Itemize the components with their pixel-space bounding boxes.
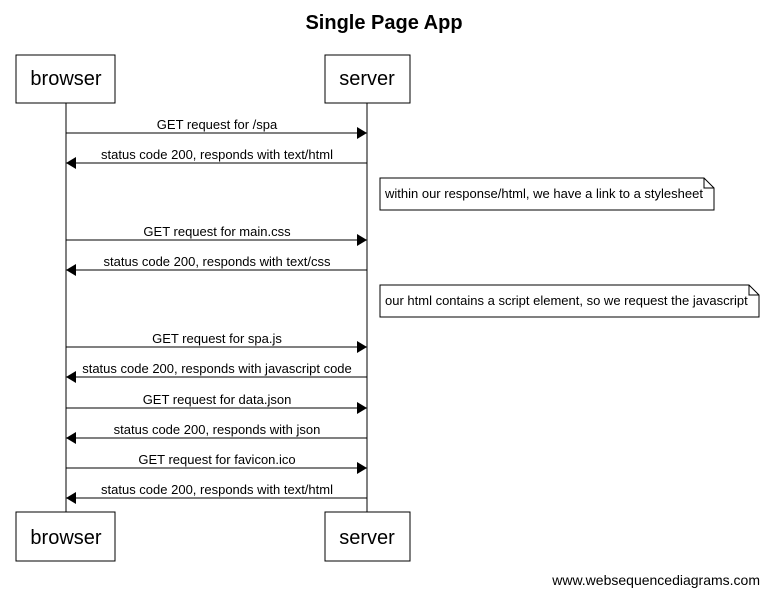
message-5: GET request for spa.js	[66, 331, 367, 353]
message-label: status code 200, responds with json	[114, 422, 321, 437]
actor-browser-top-label: browser	[30, 68, 101, 90]
message-label: GET request for data.json	[143, 392, 292, 407]
message-6: status code 200, responds with javascrip…	[66, 361, 367, 383]
note-text: our html contains a script element, so w…	[385, 293, 748, 308]
actor-browser-bottom-label: browser	[30, 527, 101, 549]
message-8: status code 200, responds with json	[66, 422, 367, 444]
message-label: GET request for spa.js	[152, 331, 282, 346]
diagram-title: Single Page App	[305, 12, 462, 34]
actor-server-bottom-label: server	[339, 527, 395, 549]
actor-browser-top: browser	[15, 54, 116, 104]
message-1: GET request for /spa	[66, 117, 367, 139]
message-4: status code 200, responds with text/css	[66, 254, 367, 276]
note-1: within our response/html, we have a link…	[379, 177, 715, 211]
footer-watermark: www.websequencediagrams.com	[551, 572, 760, 588]
message-2: status code 200, responds with text/html	[66, 147, 367, 169]
note-2: our html contains a script element, so w…	[379, 284, 760, 318]
message-label: status code 200, responds with javascrip…	[82, 361, 352, 376]
message-label: status code 200, responds with text/css	[104, 254, 331, 269]
message-label: GET request for favicon.ico	[138, 452, 295, 467]
message-9: GET request for favicon.ico	[66, 452, 367, 474]
note-text: within our response/html, we have a link…	[384, 186, 703, 201]
message-10: status code 200, responds with text/html	[66, 482, 367, 504]
message-label: GET request for main.css	[143, 224, 291, 239]
actor-browser-bottom: browser	[15, 511, 116, 562]
message-label: status code 200, responds with text/html	[101, 482, 333, 497]
message-3: GET request for main.css	[66, 224, 367, 246]
message-label: status code 200, responds with text/html	[101, 147, 333, 162]
actor-server-bottom: server	[324, 511, 411, 562]
message-7: GET request for data.json	[66, 392, 367, 414]
actor-server-top: server	[324, 54, 411, 104]
message-label: GET request for /spa	[157, 117, 278, 132]
actor-server-top-label: server	[339, 68, 395, 90]
